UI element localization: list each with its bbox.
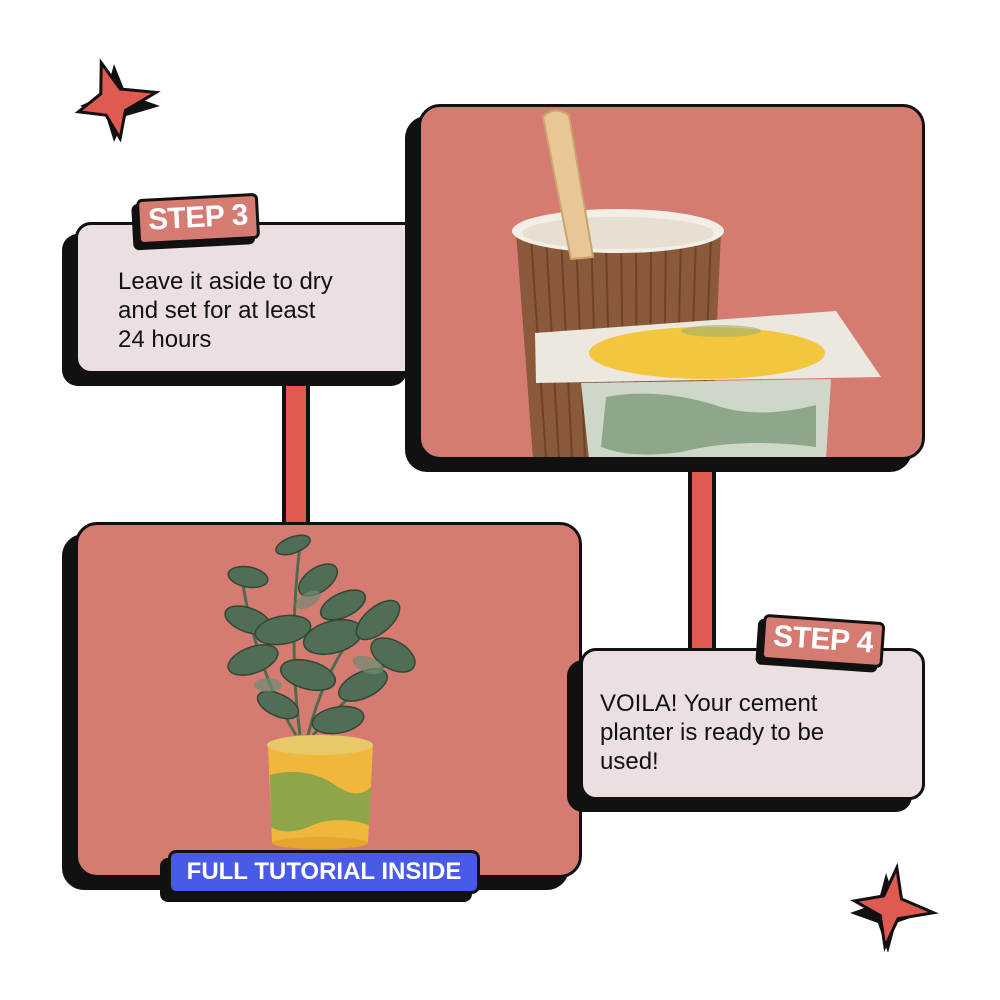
- step4-line: VOILA! Your cement: [600, 690, 818, 717]
- step4-line: used!: [600, 748, 659, 775]
- step3-tag: STEP 3: [135, 192, 261, 246]
- full-tutorial-button[interactable]: FULL TUTORIAL INSIDE: [168, 850, 480, 894]
- connector-bar: [282, 370, 310, 530]
- step3-card: Leave it aside to dry and set for at lea…: [75, 222, 420, 374]
- sparkle-star-icon: [74, 58, 161, 142]
- step4-card: VOILA! Your cement planter is ready to b…: [580, 648, 925, 800]
- drying-cups-image: [512, 109, 881, 457]
- step3-photo: [418, 104, 925, 460]
- finished-planter-image: [224, 534, 416, 849]
- step3-line: 24 hours: [118, 326, 212, 353]
- step3-line: Leave it aside to dry: [118, 268, 333, 295]
- connector-bar: [688, 455, 716, 655]
- step3-line: and set for at least: [118, 297, 316, 324]
- step3-description: Leave it aside to dry and set for at lea…: [118, 267, 333, 354]
- sparkle-star-icon: [850, 862, 939, 952]
- step4-photo: [75, 522, 582, 878]
- step4-tag: STEP 4: [760, 613, 886, 669]
- step4-description: VOILA! Your cement planter is ready to b…: [600, 689, 824, 776]
- step4-line: planter is ready to be: [600, 719, 825, 746]
